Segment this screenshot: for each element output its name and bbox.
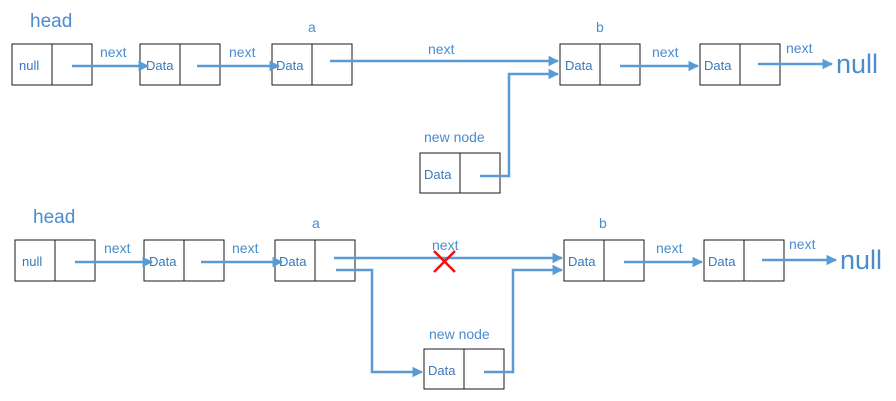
arrow-newnode-to-b (484, 264, 564, 374)
b-label: b (599, 215, 607, 231)
head-label: head (33, 207, 75, 228)
a-label: a (312, 215, 320, 231)
node-a-value: Data (279, 254, 307, 269)
b-label: b (596, 19, 604, 35)
node-4-value: Data (704, 58, 732, 73)
node-a-value: Data (276, 58, 304, 73)
edge-label-b-to-node4: next (656, 240, 683, 256)
node-4-value: Data (708, 254, 736, 269)
node-b: Data (559, 43, 641, 86)
a-label: a (308, 19, 316, 35)
arrow-a-to-newnode (336, 268, 424, 378)
edge-label-a-to-b: next (432, 237, 459, 253)
new-node-label: new node (429, 326, 490, 342)
red-x-stroke-2 (433, 250, 456, 273)
node-a: Data (271, 43, 353, 86)
null-end-label: null (836, 49, 878, 79)
node-b-value: Data (568, 254, 596, 269)
new-node-label: new node (424, 129, 485, 145)
head-node-value: null (19, 58, 39, 73)
new-node: Data (423, 348, 505, 390)
diagram-before: null Data Data Data Data Data (11, 11, 878, 194)
head-node: null (11, 43, 93, 86)
diagram-after: null Data Data Data Data Data (14, 207, 882, 390)
new-node: Data (419, 152, 501, 194)
edge-label-head-to-node1: next (104, 240, 131, 256)
head-node: null (14, 239, 96, 282)
node-1: Data (139, 43, 221, 86)
edge-label-node1-to-a: next (232, 240, 259, 256)
new-node-value: Data (428, 363, 456, 378)
null-end-label: null (840, 245, 882, 275)
edge-label-node4-to-null: next (786, 40, 813, 56)
node-b: Data (563, 239, 645, 282)
node-b-value: Data (565, 58, 593, 73)
node-1: Data (143, 239, 225, 282)
edge-label-a-to-b: next (428, 41, 455, 57)
node-1-value: Data (149, 254, 177, 269)
edge-label-node4-to-null: next (789, 236, 816, 252)
new-node-value: Data (424, 167, 452, 182)
head-node-value: null (22, 254, 42, 269)
edge-label-node1-to-a: next (229, 44, 256, 60)
node-1-value: Data (146, 58, 174, 73)
edge-label-head-to-node1: next (100, 44, 127, 60)
head-label: head (30, 11, 72, 32)
node-a: Data (274, 239, 356, 282)
edge-label-b-to-node4: next (652, 44, 679, 60)
red-x-icon (433, 250, 456, 273)
arrow-newnode-to-b (480, 68, 560, 178)
